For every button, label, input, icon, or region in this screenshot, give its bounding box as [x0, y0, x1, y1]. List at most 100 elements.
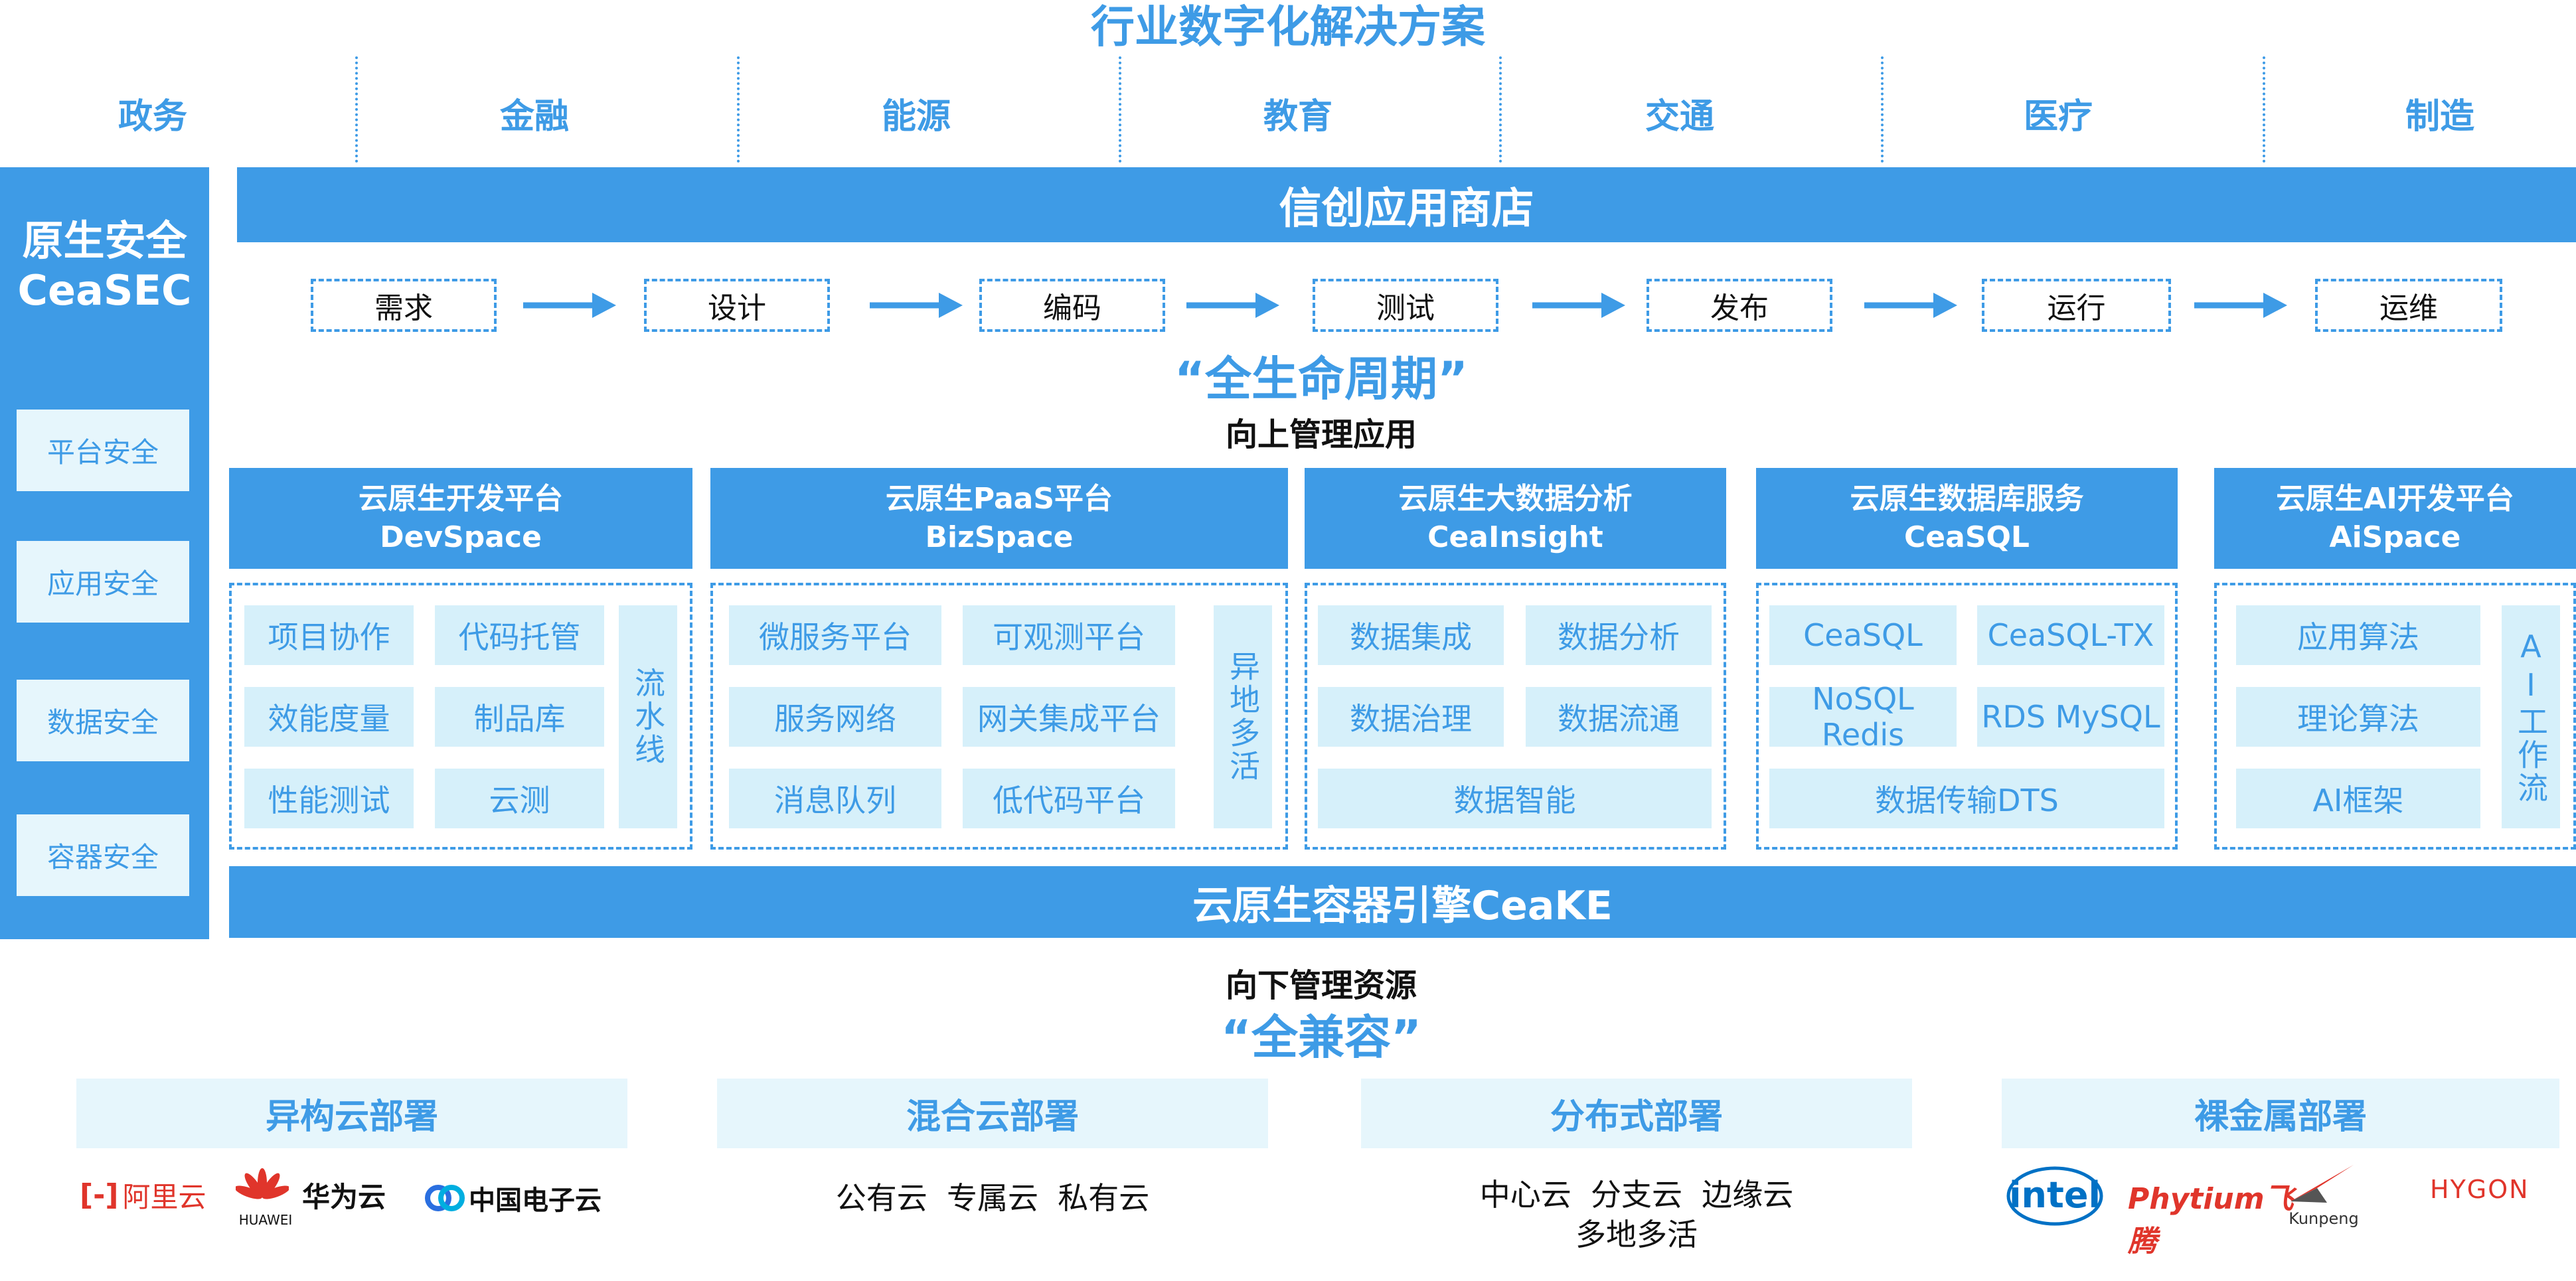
- step-design: 设计: [644, 279, 830, 332]
- intel-swoosh-icon: [2006, 1166, 2103, 1226]
- module-side-ai-workflow: AI工作流: [2502, 605, 2560, 828]
- platform-title: 云原生开发平台: [359, 482, 563, 516]
- security-item-data: 数据安全: [17, 680, 189, 761]
- module-item: 服务网络: [729, 687, 941, 747]
- arrow-right-icon: [870, 290, 963, 321]
- module-item: 项目协作: [244, 605, 414, 665]
- module-item: 可观测平台: [963, 605, 1175, 665]
- platform-subtitle: CeaInsight: [1427, 520, 1603, 554]
- arrow-right-icon: [1864, 290, 1957, 321]
- huawei-cloud-label: 华为云: [302, 1181, 386, 1213]
- module-item: 云测: [435, 769, 604, 828]
- platform-subtitle: CeaSQL: [1904, 520, 2030, 554]
- industry-energy: 能源: [881, 96, 951, 137]
- industry-government: 政务: [118, 96, 187, 137]
- resources-slogan: “全兼容”: [1220, 1010, 1421, 1065]
- kunpeng-label: Kunpeng: [2289, 1209, 2359, 1228]
- cec-cloud-logo: 中国电子云: [425, 1178, 631, 1218]
- deploy-bare-metal: 裸金属部署: [2002, 1079, 2559, 1148]
- module-item: RDS MySQL: [1977, 687, 2164, 747]
- aliyun-logo: [-] 阿里云: [80, 1175, 212, 1215]
- divider: [355, 56, 358, 163]
- modules-ceasql: [1756, 583, 2178, 850]
- platform-subtitle: AiSpace: [2329, 520, 2461, 554]
- deploy-distributed: 分布式部署: [1361, 1079, 1912, 1148]
- intel-label: intel: [2009, 1173, 2101, 1216]
- lifecycle-slogan: “全生命周期”: [1174, 351, 1468, 406]
- divider: [737, 56, 740, 163]
- platform-title: 云原生PaaS平台: [885, 482, 1113, 516]
- page-title: 行业数字化解决方案: [1091, 1, 1485, 52]
- container-engine-bar: 云原生容器引擎CeaKE: [229, 866, 2576, 938]
- platform-header-devspace: 云原生开发平台 DevSpace: [229, 468, 692, 569]
- deploy-heterogeneous: 异构云部署: [76, 1079, 627, 1148]
- huawei-flower-icon: [236, 1168, 289, 1199]
- security-item-application: 应用安全: [17, 541, 189, 623]
- module-item: 性能测试: [244, 769, 414, 828]
- hygon-logo: HYGON: [2430, 1175, 2530, 1204]
- security-subtitle: CeaSEC: [17, 265, 192, 315]
- platform-header-ceasql: 云原生数据库服务 CeaSQL: [1756, 468, 2178, 569]
- aliyun-icon: [-]: [80, 1177, 119, 1212]
- divider: [1119, 56, 1121, 163]
- modules-devspace: [229, 583, 692, 850]
- arrow-right-icon: [1532, 290, 1625, 321]
- step-requirement: 需求: [311, 279, 497, 332]
- divider: [2263, 56, 2265, 163]
- divider: [1499, 56, 1502, 163]
- module-item: 微服务平台: [729, 605, 941, 665]
- industry-education: 教育: [1263, 96, 1332, 137]
- platform-title: 云原生数据库服务: [1850, 482, 2084, 516]
- resources-subtitle: 向下管理资源: [1225, 967, 1417, 1004]
- module-item: 数据分析: [1526, 605, 1712, 665]
- huawei-wordmark: HUAWEI: [238, 1212, 293, 1228]
- platform-header-aispace: 云原生AI开发平台 AiSpace: [2214, 468, 2576, 569]
- divider: [1881, 56, 1884, 163]
- module-item: 制品库: [435, 687, 604, 747]
- module-item: 数据流通: [1526, 687, 1712, 747]
- aliyun-label: 阿里云: [122, 1180, 206, 1213]
- security-item-platform: 平台安全: [17, 410, 189, 491]
- module-side-multi-active: 异地多活: [1214, 605, 1272, 828]
- arrow-right-icon: [1186, 290, 1279, 321]
- cec-cloud-icon: [425, 1185, 465, 1211]
- step-coding: 编码: [979, 279, 1165, 332]
- platform-header-ceainsight: 云原生大数据分析 CeaInsight: [1305, 468, 1726, 569]
- platform-title: 云原生大数据分析: [1398, 482, 1633, 516]
- platform-header-bizspace: 云原生PaaS平台 BizSpace: [710, 468, 1288, 569]
- distributed-multi-active: 多地多活: [1575, 1217, 1698, 1252]
- industry-transport: 交通: [1645, 96, 1714, 137]
- module-item: 网关集成平台: [963, 687, 1175, 747]
- intel-logo: intel: [2005, 1163, 2105, 1229]
- distributed-options: 中心云 分支云 边缘云: [1479, 1177, 1794, 1213]
- module-item: CeaSQL: [1769, 605, 1957, 665]
- kunpeng-logo: Kunpeng: [2284, 1162, 2364, 1228]
- app-store-bar: 信创应用商店: [237, 167, 2576, 242]
- security-item-container: 容器安全: [17, 814, 189, 896]
- phytium-logo: Phytium飞腾: [2128, 1182, 2294, 1258]
- step-run: 运行: [1982, 279, 2171, 332]
- huawei-logo: HUAWEI 华为云: [236, 1168, 395, 1235]
- industry-medical: 医疗: [2023, 96, 2093, 137]
- deploy-hybrid: 混合云部署: [717, 1079, 1268, 1148]
- module-item: 数据治理: [1318, 687, 1504, 747]
- module-item: 应用算法: [2236, 605, 2480, 665]
- security-panel: 原生安全 CeaSEC 平台安全 应用安全 数据安全 容器安全: [0, 167, 209, 939]
- module-side-pipeline: 流水线: [619, 605, 677, 828]
- step-release: 发布: [1647, 279, 1832, 332]
- module-item: 低代码平台: [963, 769, 1175, 828]
- security-title: 原生安全: [22, 216, 187, 265]
- cec-cloud-label: 中国电子云: [469, 1185, 602, 1216]
- modules-aispace: [2214, 583, 2576, 850]
- module-item: 理论算法: [2236, 687, 2480, 747]
- platform-subtitle: BizSpace: [925, 520, 1074, 554]
- arrow-right-icon: [523, 290, 616, 321]
- kunpeng-icon: [2291, 1165, 2354, 1203]
- module-item-wide: 数据传输DTS: [1769, 769, 2164, 828]
- industry-manufacturing: 制造: [2405, 96, 2474, 137]
- platform-subtitle: DevSpace: [380, 520, 542, 554]
- industry-finance: 金融: [499, 96, 569, 137]
- lifecycle-subtitle: 向上管理应用: [1225, 416, 1417, 453]
- modules-ceainsight: [1305, 583, 1726, 850]
- module-item: AI框架: [2236, 769, 2480, 828]
